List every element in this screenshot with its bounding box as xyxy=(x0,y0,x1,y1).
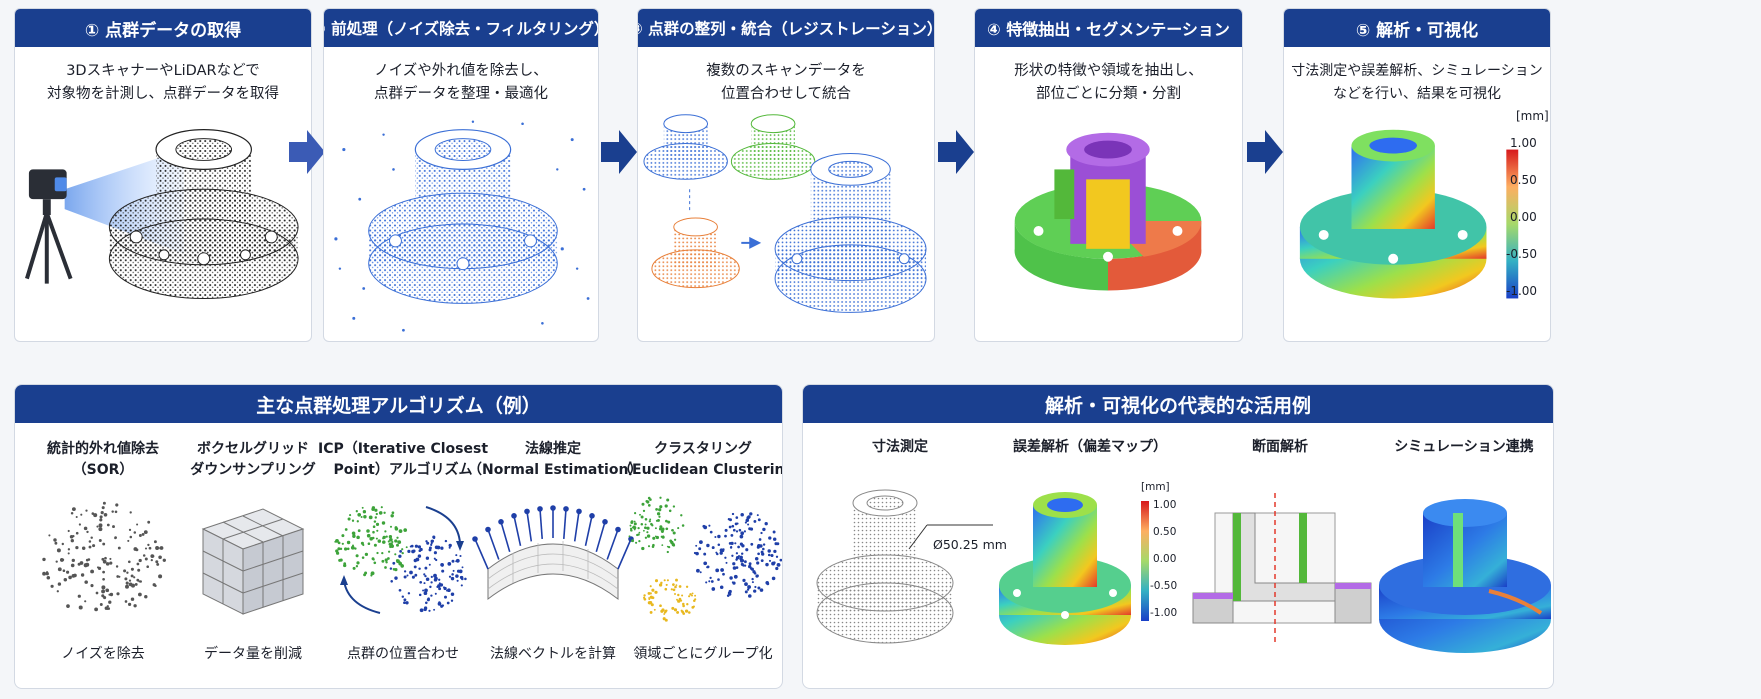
algo-caption: 法線ベクトルを計算 xyxy=(490,646,616,662)
step-description: ノイズや外れ値を除去し、 点群データを整理・最適化 xyxy=(374,63,548,102)
algo-title: 統計的外れ値除去 （SOR） xyxy=(47,441,159,478)
algo-caption: ノイズを除去 xyxy=(61,646,145,662)
dimension-measure-icon xyxy=(805,473,995,673)
step-description: 3DスキャナーやLiDARなどで 対象物を計測し、点群データを取得 xyxy=(47,63,279,102)
colorbar-tick: -1.00 xyxy=(1506,284,1538,298)
usecases-panel: 解析・可視化の代表的な活用例 寸法測定 Ø50.25 mm 誤差解析（偏差マップ… xyxy=(802,384,1554,689)
colorbar-tick: 0.50 xyxy=(1153,526,1177,538)
step-3-registration: ③ 点群の整列・統合（レジストレーション） 複数のスキャンデータを 位置合わせし… xyxy=(637,8,935,342)
dimension-annotation: Ø50.25 mm xyxy=(933,537,1007,552)
flow-arrow-1 xyxy=(289,130,325,174)
colorbar-tick: 1.00 xyxy=(1510,136,1537,150)
colorbar-tick: -0.50 xyxy=(1150,580,1178,592)
usecase-dimension: 寸法測定 Ø50.25 mm xyxy=(805,437,1007,682)
colorbar-tick: 0.00 xyxy=(1510,210,1537,224)
icp-icon xyxy=(318,489,488,629)
colorbar-tick: -1.00 xyxy=(1150,607,1178,619)
algo-icp: ICP（Iterative Closest Point）アルゴリズム 点群の位置… xyxy=(318,437,488,682)
panel-title: 解析・可視化の代表的な活用例 xyxy=(803,385,1553,423)
usecase-title: 寸法測定 xyxy=(872,439,928,455)
algo-title: クラスタリング （Euclidean Clustering） xyxy=(618,441,782,478)
registration-icon xyxy=(638,109,934,341)
algo-title: ICP（Iterative Closest Point）アルゴリズム xyxy=(318,441,489,478)
usecase-title: シミュレーション連携 xyxy=(1394,439,1534,455)
step-5-analysis: ⑤ 解析・可視化 寸法測定や誤差解析、シミュレーション などを行い、結果を可視化 xyxy=(1283,8,1551,342)
usecase-title: 断面解析 xyxy=(1252,439,1308,455)
step-2-preprocessing: ② 前処理（ノイズ除去・フィルタリング） ノイズや外れ値を除去し、 点群データを… xyxy=(323,8,599,342)
algo-caption: 点群の位置合わせ xyxy=(347,646,459,662)
algo-clustering: クラスタリング （Euclidean Clustering） 領域ごとにグループ… xyxy=(618,437,782,682)
step-title: ⑤ 解析・可視化 xyxy=(1284,9,1550,47)
step-1-acquisition: ① 点群データの取得 3DスキャナーやLiDARなどで 対象物を計測し、点群デー… xyxy=(14,8,312,342)
deviation-map-icon xyxy=(995,473,1185,673)
outlier-removal-icon xyxy=(18,489,188,629)
step-title: ③ 点群の整列・統合（レジストレーション） xyxy=(638,9,934,47)
step-title: ② 前処理（ノイズ除去・フィルタリング） xyxy=(324,9,598,47)
colorbar-unit: [mm] xyxy=(1141,481,1170,493)
algorithms-panel: 主な点群処理アルゴリズム（例） 統計的外れ値除去 （SOR） ノイズを除去 ボク… xyxy=(14,384,783,689)
usecase-cross-section: 断面解析 xyxy=(1185,437,1375,682)
colorbar-tick: 1.00 xyxy=(1153,499,1177,511)
usecase-title: 誤差解析（偏差マップ） xyxy=(1013,439,1167,455)
flow-arrow-4 xyxy=(1247,130,1283,174)
step-4-segmentation: ④ 特徴抽出・セグメンテーション 形状の特徴や領域を抽出し、 部位ごとに分類・分… xyxy=(974,8,1243,342)
cross-section-icon xyxy=(1185,473,1375,673)
algo-caption: 領域ごとにグループ化 xyxy=(633,646,773,662)
step-description: 寸法測定や誤差解析、シミュレーション などを行い、結果を可視化 xyxy=(1291,63,1543,102)
usecase-simulation: シミュレーション連携 xyxy=(1369,437,1553,682)
point-cloud-icon xyxy=(324,109,598,341)
algo-sor: 統計的外れ値除去 （SOR） ノイズを除去 xyxy=(18,437,188,682)
segmentation-icon xyxy=(975,109,1242,341)
step-title: ① 点群データの取得 xyxy=(15,9,311,47)
step-description: 形状の特徴や領域を抽出し、 部位ごとに分類・分割 xyxy=(1014,63,1203,102)
flow-arrow-2 xyxy=(601,130,637,174)
scanner-icon xyxy=(15,109,311,341)
simulation-icon xyxy=(1369,473,1553,673)
algo-title: 法線推定 （Normal Estimation） xyxy=(468,441,643,478)
algo-title: ボクセルグリッド ダウンサンプリング xyxy=(190,441,316,478)
clustering-icon xyxy=(618,489,782,629)
usecase-deviation: 誤差解析（偏差マップ） [mm] 1.00 0.50 0.00 -0.50 -1… xyxy=(995,437,1185,682)
colorbar-tick: 0.00 xyxy=(1153,553,1177,565)
step-description: 複数のスキャンデータを 位置合わせして統合 xyxy=(706,63,866,102)
deviation-map-icon xyxy=(1284,109,1550,341)
step-title: ④ 特徴抽出・セグメンテーション xyxy=(975,9,1242,47)
algo-normal: 法線推定 （Normal Estimation） 法線ベクトルを計算 xyxy=(468,437,643,682)
colorbar-tick: -0.50 xyxy=(1506,247,1538,261)
voxel-grid-icon xyxy=(168,489,338,629)
normal-vector-icon xyxy=(468,489,638,629)
colorbar-tick: 0.50 xyxy=(1510,173,1537,187)
algo-voxel: ボクセルグリッド ダウンサンプリング データ量を削減 xyxy=(168,437,338,682)
colorbar-unit: [mm] xyxy=(1516,109,1549,123)
panel-title: 主な点群処理アルゴリズム（例） xyxy=(15,385,782,423)
algo-caption: データ量を削減 xyxy=(204,646,302,662)
flow-arrow-3 xyxy=(938,130,974,174)
